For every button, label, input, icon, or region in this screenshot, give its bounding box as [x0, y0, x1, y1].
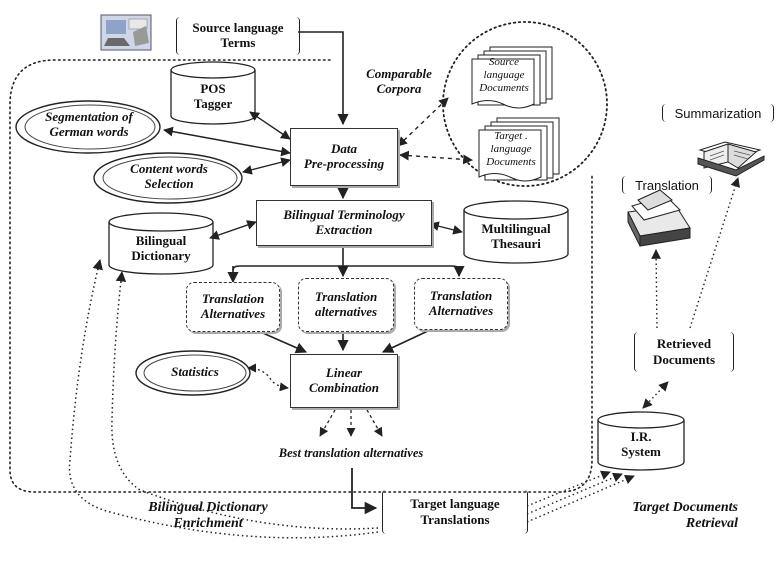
segmentation-ellipse — [15, 100, 161, 154]
content-words-ellipse — [93, 152, 243, 204]
bilingual-dictionary-label: Bilingual Dictionary — [131, 233, 191, 263]
source-documents-label: Source language Documents — [479, 56, 529, 95]
bilingual-enrichment-label: Bilingual Dictionary Enrichment — [148, 500, 268, 532]
pos-tagger-label: POS Tagger — [193, 81, 233, 111]
ir-system-label: I.R. System — [621, 429, 661, 459]
target-language-translations-node: Target language Translations — [382, 490, 528, 534]
data-preprocessing-box: Data Pre-processing — [290, 128, 398, 186]
source-documents-stack — [471, 46, 553, 109]
retrieved-documents-node: Retrieved Documents — [634, 332, 734, 372]
open-book-summarization-icon — [697, 141, 765, 177]
system-boundary — [9, 59, 593, 493]
summarization-node: Summarization — [662, 104, 774, 122]
translation-node: Translation — [622, 176, 712, 194]
target-documents-stack — [478, 117, 560, 182]
translation-alternatives-1: Translation Alternatives — [186, 282, 280, 332]
best-translation-label: Best translation alternatives — [278, 446, 424, 460]
target-documents-retrieval-label: Target Documents Retrieval — [632, 500, 738, 532]
bilingual-terminology-box: Bilingual Terminology Extraction — [256, 200, 432, 246]
books-translation-icon — [627, 189, 691, 247]
target-documents-label: Target . language Documents — [486, 130, 536, 169]
translation-alternatives-2: Translation alternatives — [298, 278, 394, 332]
translation-alternatives-3: Translation Alternatives — [414, 278, 508, 330]
segmentation-label: Segmentation of German words — [45, 109, 133, 139]
statistics-label: Statistics — [171, 364, 219, 379]
multilingual-thesauri-label: Multilingual Thesauri — [481, 221, 551, 251]
comparable-corpora-label: Comparable Corpora — [366, 66, 432, 96]
content-words-label: Content words Selection — [130, 161, 208, 191]
computer-clipart-icon — [100, 14, 152, 51]
multilingual-thesauri-cylinder — [463, 200, 569, 264]
source-language-terms-node: Source language Terms — [176, 17, 300, 55]
linear-combination-box: Linear Combination — [290, 354, 398, 408]
ir-system-cylinder — [597, 411, 685, 471]
